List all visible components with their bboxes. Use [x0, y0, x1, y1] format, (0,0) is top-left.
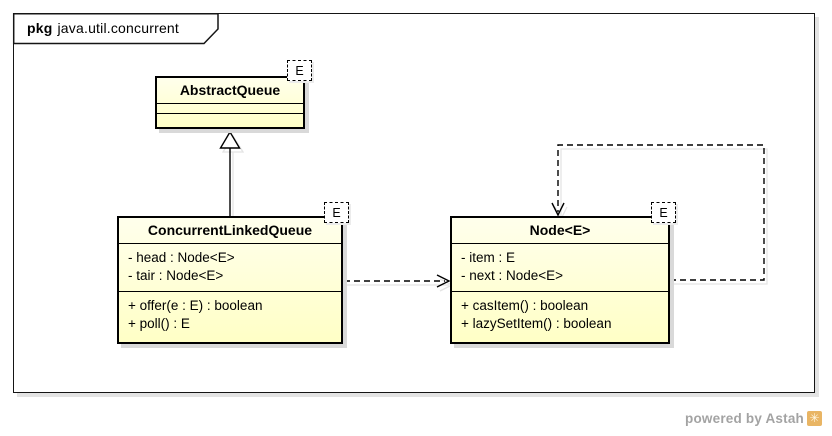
template-parameter: E — [332, 205, 341, 220]
operations-compartment: + offer(e : E) : boolean + poll() : E — [119, 292, 341, 342]
template-parameter: E — [295, 63, 304, 78]
class-name: AbstractQueue — [157, 78, 303, 104]
template-parameter-box: E — [287, 60, 312, 81]
operations-compartment: + casItem() : boolean + lazySetItem() : … — [452, 292, 668, 342]
operation: + lazySetItem() : boolean — [461, 316, 612, 331]
credit-text: powered by Astah — [685, 411, 804, 426]
attributes-compartment: - head : Node<E> - tair : Node<E> — [119, 244, 341, 292]
operation: + casItem() : boolean — [461, 298, 589, 313]
attribute: - head : Node<E> — [128, 250, 235, 265]
attributes-compartment: - item : E - next : Node<E> — [452, 244, 668, 292]
class-name: Node<E> — [452, 218, 668, 244]
frame-title: java.util.concurrent — [57, 20, 180, 36]
attribute: - item : E — [461, 250, 516, 265]
powered-by-credit: powered by Astah ✳ — [685, 411, 822, 426]
class-concurrent-linked-queue: ConcurrentLinkedQueue - head : Node<E> -… — [117, 216, 343, 344]
template-parameter-box: E — [651, 202, 676, 223]
astah-logo-icon: ✳ — [807, 411, 822, 426]
operations-compartment — [157, 114, 303, 127]
logo-glyph: ✳ — [809, 411, 820, 425]
frame-keyword: pkg — [27, 20, 53, 36]
attributes-compartment — [157, 104, 303, 114]
attribute: - tair : Node<E> — [128, 268, 224, 283]
class-name: ConcurrentLinkedQueue — [119, 218, 341, 244]
template-parameter-box: E — [324, 202, 349, 223]
attribute: - next : Node<E> — [461, 268, 564, 283]
class-node: Node<E> - item : E - next : Node<E> + ca… — [450, 216, 670, 344]
class-abstract-queue: AbstractQueue — [155, 76, 305, 129]
operation: + poll() : E — [128, 316, 190, 331]
operation: + offer(e : E) : boolean — [128, 298, 263, 313]
template-parameter: E — [659, 205, 668, 220]
